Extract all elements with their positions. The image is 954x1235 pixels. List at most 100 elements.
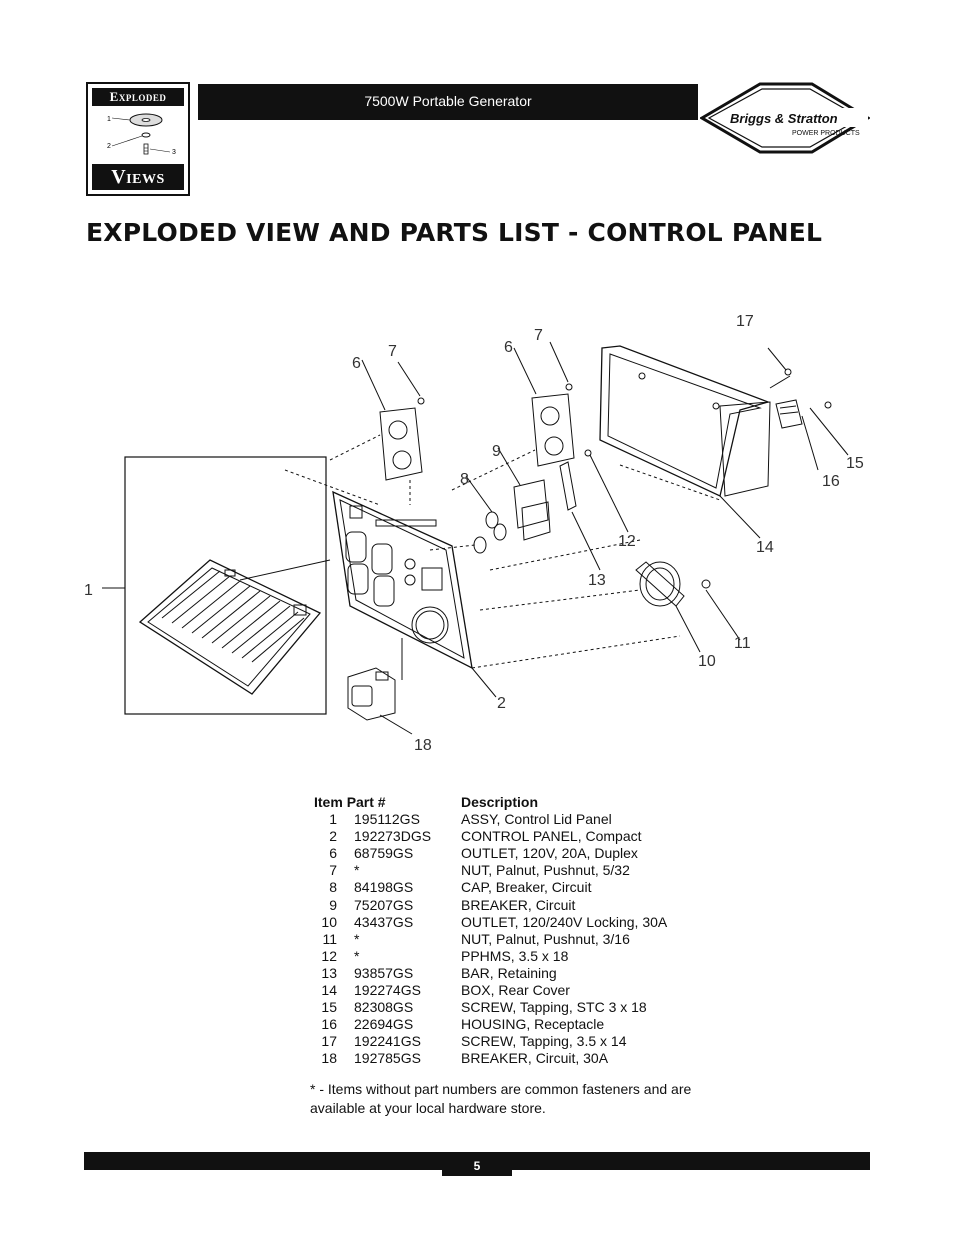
receptacle-housing (767, 347, 849, 471)
parts-row: 15 82308GS SCREW, Tapping, STC 3 x 18 (310, 999, 730, 1016)
page-number: 5 (442, 1152, 512, 1176)
part-number: 192274GS (354, 982, 421, 999)
callout-8: 8 (460, 471, 469, 488)
part-number: * (354, 930, 360, 947)
part-description: CONTROL PANEL, Compact (461, 828, 642, 845)
part-number: 192273DGS (354, 828, 432, 845)
briggs-stratton-logo: Briggs & Stratton POWER PRODUCTS (700, 82, 870, 154)
callout-6b: 6 (504, 339, 513, 356)
part-description: BREAKER, Circuit (461, 896, 576, 913)
part-number: 75207GS (354, 896, 414, 913)
part-item-number: 15 (321, 999, 337, 1016)
part-number: * (354, 862, 360, 879)
header-item: Item (314, 794, 343, 810)
callout-15: 15 (846, 455, 864, 472)
part-number: 84198GS (354, 879, 414, 896)
control-lid-panel (138, 469, 381, 695)
exploded-diagram: 1 2 6 7 6 7 8 9 10 11 12 13 14 15 16 17 … (84, 313, 864, 754)
breaker-30a (347, 638, 413, 735)
outlet-locking-30a (471, 561, 741, 669)
part-item-number: 11 (322, 930, 337, 947)
part-item-number: 13 (321, 964, 337, 981)
part-description: PPHMS, 3.5 x 18 (461, 947, 569, 964)
callout-7b: 7 (534, 327, 543, 344)
header-part: Part # (346, 794, 386, 810)
callout-11: 11 (734, 635, 751, 652)
part-item-number: 14 (321, 982, 337, 999)
part-item-number: 16 (321, 1016, 337, 1033)
header-title: 7500W Portable Generator (364, 93, 532, 109)
part-description: NUT, Palnut, Pushnut, 3/16 (461, 930, 630, 947)
part-number: * (354, 947, 360, 964)
part-item-number: 18 (321, 1050, 337, 1067)
part-description: NUT, Palnut, Pushnut, 5/32 (461, 862, 630, 879)
callout-18: 18 (414, 737, 432, 754)
part-number: 82308GS (354, 999, 414, 1016)
parts-row: 12*PPHMS, 3.5 x 18 (310, 948, 730, 965)
parts-row: 11 * NUT, Palnut, Pushnut, 3/16 (310, 931, 730, 948)
part-number: 93857GS (354, 964, 414, 981)
part-item-number: 10 (321, 913, 337, 930)
part-number: 68759GS (354, 845, 414, 862)
callout-7a: 7 (388, 343, 397, 360)
part-number: 22694GS (354, 1016, 414, 1033)
logo-brand-text: Briggs & Stratton (730, 111, 838, 126)
header-description: Description (461, 794, 539, 810)
outlet-duplex-left (329, 359, 425, 505)
part-description: CAP, Breaker, Circuit (461, 879, 592, 896)
part-item-number: 2 (329, 828, 337, 845)
retaining-bar (559, 449, 629, 571)
part-item-number: 6 (329, 845, 337, 862)
exploded-views-badge: Exploded 1 2 3 Views (86, 82, 190, 196)
callout-14: 14 (756, 539, 774, 556)
part-description: SCREW, Tapping, STC 3 x 18 (461, 999, 647, 1016)
badge-bottom-label: Views (92, 164, 184, 190)
lid-inset-box (124, 456, 327, 715)
badge-top-label: Exploded (92, 88, 184, 106)
header-item-part: Item Part # (314, 794, 386, 811)
part-item-number: 1 (329, 811, 337, 828)
part-item-number: 7 (329, 862, 337, 879)
rear-cover-box (599, 345, 771, 539)
part-number: 192241GS (354, 1033, 421, 1050)
badge-illustration: 1 2 3 (107, 113, 176, 156)
callout-16: 16 (822, 473, 840, 490)
callout-1: 1 (84, 582, 93, 599)
parts-footnote: * - Items without part numbers are commo… (310, 1081, 692, 1116)
part-number: 192785GS (354, 1050, 421, 1067)
part-description: SCREW, Tapping, 3.5 x 14 (461, 1033, 627, 1050)
parts-row: 2 192273DGS CONTROL PANEL, Compact (310, 828, 730, 845)
part-item-number: 8 (329, 879, 337, 896)
callout-leader-2 (471, 667, 497, 698)
part-description: ASSY, Control Lid Panel (461, 811, 612, 828)
callout-10: 10 (698, 653, 716, 670)
callout-2: 2 (497, 695, 506, 712)
breaker-circuit (429, 447, 641, 571)
part-description: BOX, Rear Cover (461, 982, 570, 999)
badge-label-3: 3 (172, 149, 176, 156)
part-description: BREAKER, Circuit, 30A (461, 1050, 609, 1067)
part-description: OUTLET, 120V, 20A, Duplex (461, 845, 638, 862)
part-description: OUTLET, 120/240V Locking, 30A (461, 913, 668, 930)
logo-sub-text: POWER PRODUCTS (792, 130, 860, 137)
outlet-duplex-right (451, 341, 575, 491)
parts-row: 8 84198GS CAP, Breaker, Circuit (310, 879, 730, 896)
parts-row: 14 192274GS BOX, Rear Cover (310, 982, 730, 999)
callout-13: 13 (588, 572, 606, 589)
badge-label-2: 2 (107, 143, 111, 150)
part-item-number: 9 (329, 896, 337, 913)
callout-17: 17 (736, 313, 754, 330)
parts-row: 9 75207GS BREAKER, Circuit (310, 897, 730, 914)
parts-list-header: Item Part # Description (310, 794, 730, 811)
badge-label-1: 1 (107, 116, 111, 123)
callout-6a: 6 (352, 355, 361, 372)
header-bar: 7500W Portable Generator (198, 84, 698, 120)
parts-row: 18 192785GS BREAKER, Circuit, 30A (310, 1050, 730, 1067)
